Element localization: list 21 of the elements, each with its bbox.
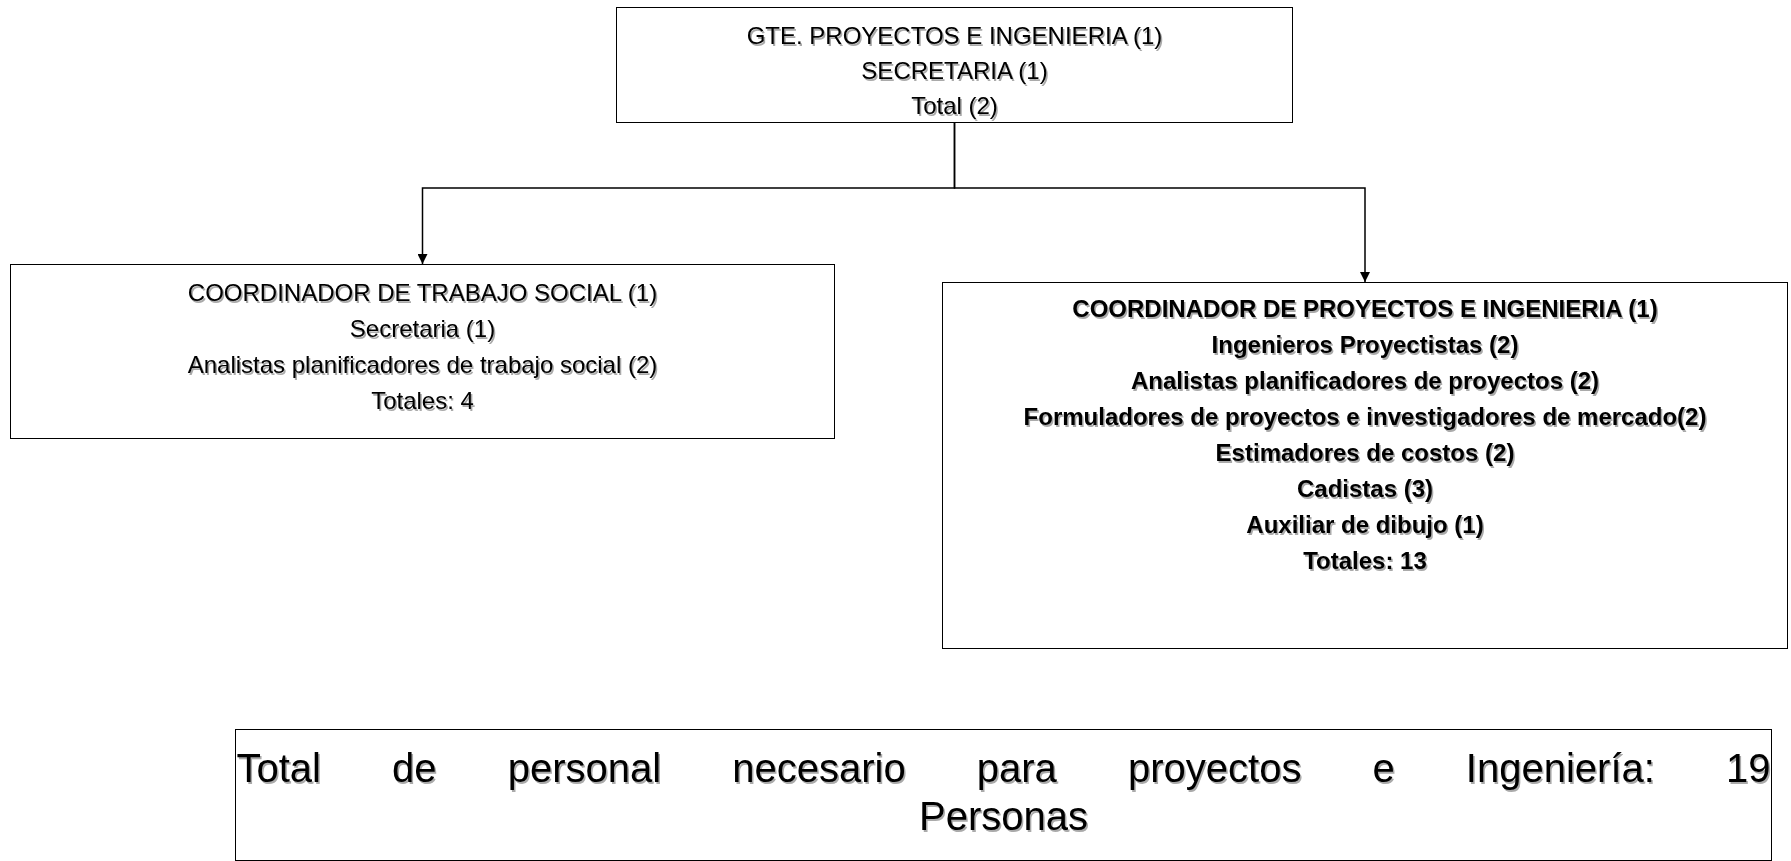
role-text: Secretaria (1) [349,314,496,344]
role-text: COORDINADOR DE TRABAJO SOCIAL (1) [187,278,658,308]
org-box [10,264,835,439]
org-box [235,729,1772,861]
role-text: Totales: 13 [1303,546,1427,576]
org-box [616,7,1293,123]
role-text: COORDINADOR DE PROYECTOS E INGENIERIA (1) [1072,294,1658,324]
role-text: Total (2) [911,91,998,121]
role-text: SECRETARIA (1) [861,56,1048,86]
role-text: Formuladores de proyectos e investigadores de mercado(2) [1023,402,1707,432]
role-text: Analistas planificadores de trabajo social (2) [187,350,658,380]
role-text: Analistas planificadores de proyectos (2) [1130,366,1600,396]
arrow [953,122,1370,283]
role-text: Cadistas (3) [1296,474,1433,504]
role-text: Auxiliar de dibujo (1) [1246,510,1484,540]
org-box [942,282,1788,649]
role-text: Total de personal necesario para proyectos e Ingeniería: 19 Personas [236,745,1771,840]
role-text: Estimadores de costos (2) [1215,438,1515,468]
role-text: GTE. PROYECTOS E INGENIERIA (1) [746,21,1163,51]
role-text: Totales: 4 [371,386,474,416]
role-text: Ingenieros Proyectistas (2) [1211,330,1519,360]
